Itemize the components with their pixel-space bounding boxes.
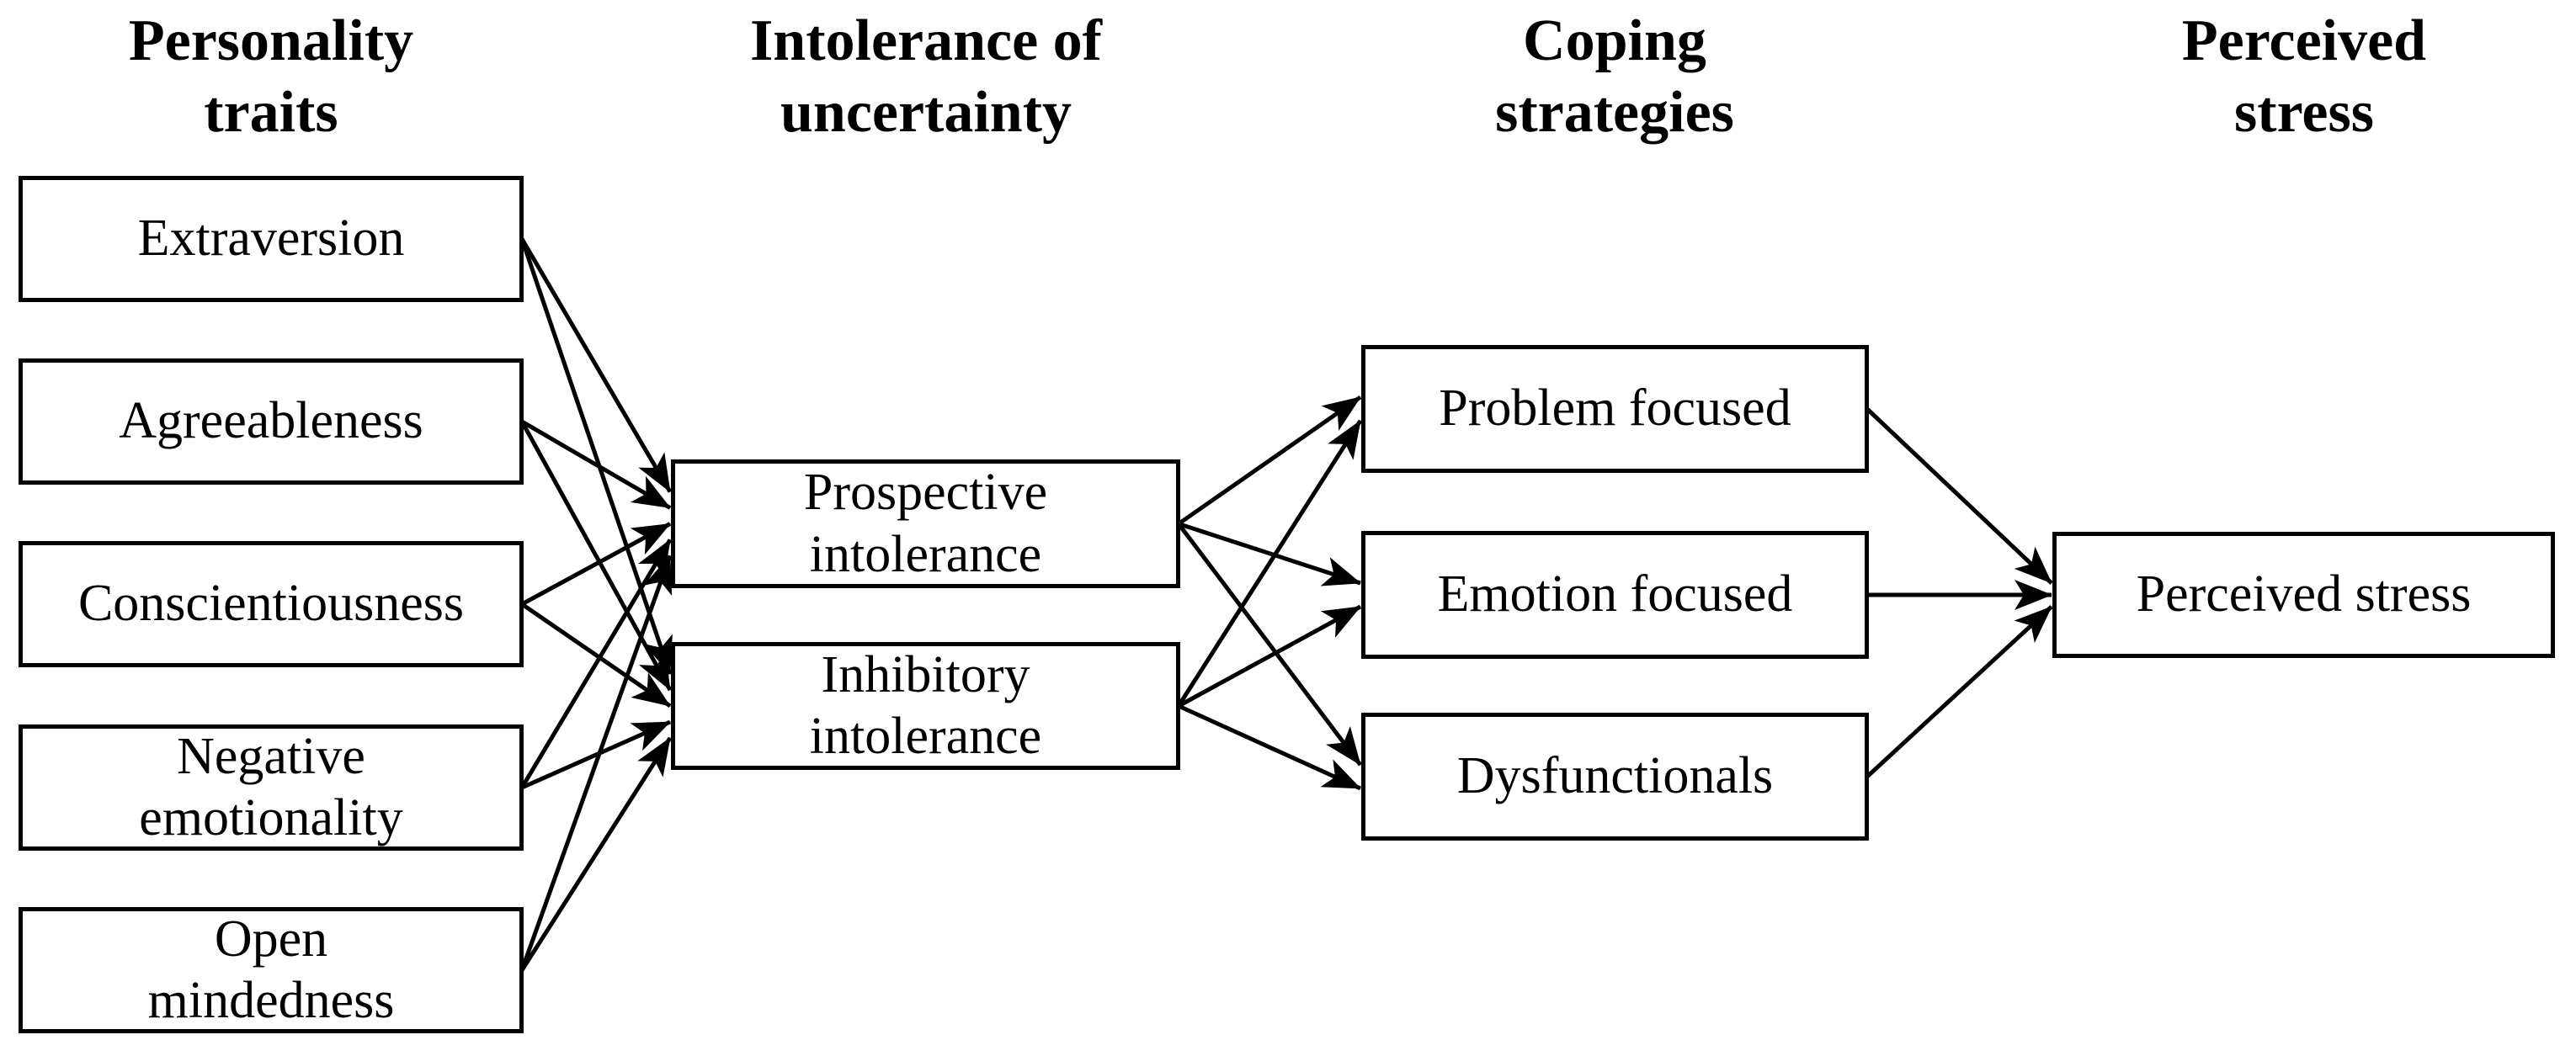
node-problem: Problem focused [1361,345,1869,473]
edge-prospective-to-dysfunctional [1177,522,1362,767]
edge-extraversion-to-inhibitory [519,238,673,675]
column-header-stress: Perceived stress [2181,8,2427,146]
node-inhibitory: Inhibitory intolerance [671,642,1180,770]
edge-prospective-to-problem [1177,395,1362,526]
node-negative_emotionality: Negative emotionality [19,724,524,851]
edge-open_mindedness-to-prospective [519,555,673,971]
node-extraversion: Extraversion [19,176,524,302]
edge-open_mindedness-to-inhibitory [519,736,673,972]
node-emotion: Emotion focused [1361,531,1869,659]
edge-negative_emotionality-to-prospective [519,539,673,789]
column-header-coping: Coping strategies [1495,8,1734,146]
edge-problem-to-perceived_stress [1865,407,2053,585]
edge-inhibitory-to-dysfunctional [1177,703,1362,791]
edge-negative_emotionality-to-inhibitory [520,719,672,790]
edge-inhibitory-to-problem [1176,419,1363,708]
edge-extraversion-to-prospective [519,237,673,493]
edge-prospective-to-emotion [1178,522,1361,586]
edge-conscientiousness-to-inhibitory [520,602,672,708]
edge-agreeableness-to-prospective [520,419,672,510]
node-prospective: Prospective intolerance [671,459,1180,588]
node-agreeableness: Agreeableness [19,358,524,485]
node-perceived_stress: Perceived stress [2052,532,2555,658]
column-header-personality: Personality traits [128,8,414,146]
column-header-iu: Intolerance of uncertainty [750,8,1102,146]
edge-conscientiousness-to-prospective [520,522,672,607]
edge-agreeableness-to-inhibitory [519,420,673,692]
edge-inhibitory-to-emotion [1177,604,1362,708]
node-dysfunctional: Dysfunctionals [1361,713,1869,841]
edge-dysfunctional-to-perceived_stress [1865,605,2053,778]
node-open_mindedness: Open mindedness [19,907,524,1033]
node-conscientiousness: Conscientiousness [19,541,524,667]
